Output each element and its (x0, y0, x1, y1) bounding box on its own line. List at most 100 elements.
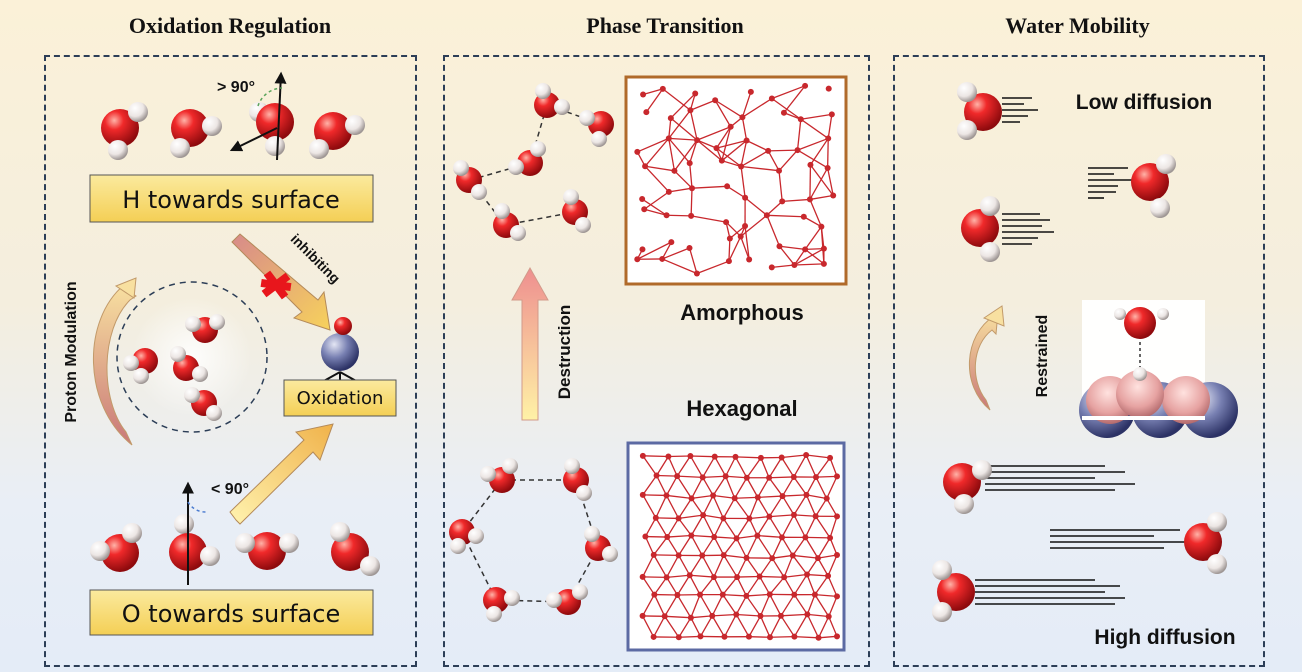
network-node (686, 244, 693, 251)
network-bond (817, 554, 838, 559)
network-node (743, 137, 750, 144)
network-bond (661, 258, 698, 275)
network-bond (668, 138, 676, 171)
o-towards-surface-molecules (90, 514, 380, 576)
network-bond (793, 514, 806, 538)
network-node (743, 592, 750, 599)
network-node (827, 534, 834, 541)
network-bond (690, 455, 715, 458)
network-bond (655, 517, 668, 538)
network-bond (817, 557, 829, 577)
network-node (710, 574, 717, 581)
network-node (754, 494, 761, 501)
network-node (766, 591, 773, 598)
network-bond (779, 245, 806, 250)
network-node (742, 223, 749, 230)
network-node (731, 495, 738, 502)
network-bond (783, 85, 806, 114)
network-bond (721, 139, 747, 162)
network-bond (756, 516, 770, 536)
network-node (726, 235, 733, 242)
network-node (665, 453, 672, 460)
network-bond (665, 495, 680, 519)
network-bond (642, 594, 655, 617)
network-bond (793, 248, 806, 266)
network-bond (664, 615, 691, 619)
phase-panel-title: Phase Transition (586, 13, 744, 38)
network-node (697, 633, 704, 640)
network-bond (690, 99, 716, 111)
network-bond (691, 534, 715, 538)
restrained-curve-arrow (969, 305, 1005, 411)
network-bond (793, 594, 808, 615)
network-bond (723, 614, 737, 638)
network-bond (714, 456, 727, 477)
network-bond (783, 112, 802, 120)
network-node (734, 574, 741, 581)
network-bond (734, 497, 750, 519)
network-node (639, 246, 646, 253)
network-node (800, 213, 807, 220)
network-bond (748, 636, 771, 638)
network-bond (676, 574, 691, 596)
network-node (639, 491, 646, 498)
angle-lt-label: < 90° (211, 481, 249, 498)
network-bond (702, 477, 714, 496)
network-bond (689, 163, 693, 189)
network-bond (771, 85, 806, 100)
network-node (776, 243, 783, 250)
network-bond (781, 536, 794, 556)
network-node (722, 473, 729, 480)
network-bond (814, 575, 829, 596)
network-bond (702, 514, 715, 538)
network-bond (740, 236, 750, 260)
h-towards-surface-molecules (101, 102, 365, 160)
network-bond (809, 138, 829, 166)
network-node (739, 114, 746, 121)
network-bond (793, 614, 808, 637)
network-bond (759, 576, 771, 595)
network-bond (827, 554, 838, 577)
network-bond (678, 514, 704, 520)
network-bond (769, 594, 782, 617)
network-bond (722, 594, 747, 597)
network-node (639, 452, 646, 459)
network-bond (643, 191, 670, 210)
network-bond (690, 535, 703, 556)
network-bond (814, 594, 830, 617)
network-bond (749, 515, 770, 520)
network-node (834, 552, 840, 559)
network-node (639, 612, 646, 619)
network-bond (699, 576, 715, 596)
network-bond (670, 93, 696, 119)
network-node (639, 196, 646, 203)
network-bond (829, 516, 838, 539)
network-bond (784, 573, 808, 578)
network-bond (827, 167, 834, 196)
network-bond (642, 494, 657, 519)
network-bond (656, 474, 678, 477)
network-node (834, 473, 840, 480)
network-bond (723, 537, 738, 556)
network-node (834, 633, 840, 640)
network-bond (676, 594, 692, 619)
network-node (640, 91, 647, 98)
network-bond (735, 614, 750, 637)
network-bond (766, 200, 783, 216)
network-bond (715, 126, 732, 149)
network-node (663, 574, 670, 581)
network-bond (796, 119, 802, 151)
water-panel (893, 55, 1265, 667)
network-bond (735, 595, 747, 615)
network-node (738, 163, 745, 170)
network-bond (769, 615, 782, 638)
network-bond (805, 454, 817, 478)
network-node (790, 511, 797, 518)
network-bond (703, 514, 724, 520)
network-bond (655, 495, 668, 519)
network-bond (778, 170, 783, 202)
network-bond (783, 576, 795, 596)
network-node (687, 452, 694, 459)
network-node (697, 591, 704, 598)
network-node (830, 192, 837, 199)
